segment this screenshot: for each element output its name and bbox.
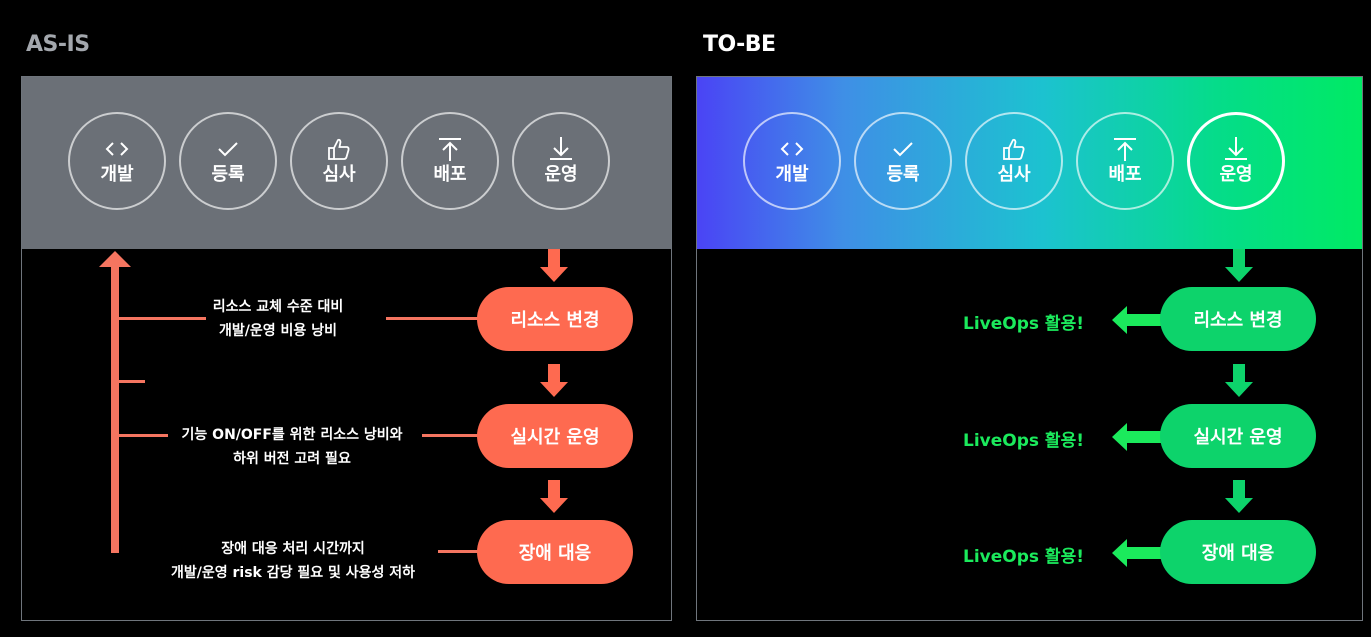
liveops-callout: LiveOps 활용!: [963, 547, 1084, 567]
tobe-panel: 개발 등록 심사 배포: [696, 76, 1363, 621]
tobe-flow-realtime-ops: 실시간 운영: [1160, 404, 1316, 468]
tobe-process-band: 개발 등록 심사 배포: [697, 77, 1362, 249]
asis-process-band: 개발 등록 심사 배포: [22, 77, 671, 249]
upload-icon: [439, 138, 461, 161]
code-icon: [105, 142, 129, 156]
liveops-callout: LiveOps 활용!: [963, 314, 1084, 334]
arrow-left-icon: [1112, 539, 1161, 567]
asis-step-deploy: 배포: [401, 112, 499, 210]
tobe-flow-incident-response: 장애 대응: [1160, 520, 1316, 584]
asis-note-line: 개발/운영 비용 낭비: [219, 323, 337, 339]
asis-title: AS-IS: [26, 32, 90, 57]
arrow-down-icon: [1225, 249, 1253, 282]
asis-connector-line: [115, 380, 145, 383]
asis-connector-line: [386, 317, 478, 320]
upload-icon: [1114, 138, 1136, 161]
tobe-step-label: 배포: [1108, 164, 1142, 185]
download-icon: [1225, 137, 1247, 160]
asis-note-line: 기능 ON/OFF를 위한 리소스 낭비와: [181, 427, 403, 443]
asis-step-label: 배포: [433, 164, 467, 185]
tobe-step-review: 심사: [965, 112, 1063, 210]
check-icon: [218, 142, 238, 157]
asis-step-develop: 개발: [68, 112, 166, 210]
arrow-down-icon: [1225, 480, 1253, 513]
arrow-down-icon: [1225, 364, 1253, 397]
arrow-down-icon: [540, 480, 568, 513]
thumbs-up-icon: [328, 138, 350, 160]
asis-step-label: 등록: [211, 164, 245, 185]
asis-note-line: 개발/운영 risk 감당 필요 및 사용성 저하: [170, 565, 416, 581]
asis-step-review: 심사: [290, 112, 388, 210]
check-icon: [893, 142, 913, 157]
asis-note-line: 리소스 교체 수준 대비: [212, 299, 344, 315]
tobe-step-label: 심사: [997, 164, 1031, 185]
asis-note-line: 하위 버전 고려 필요: [233, 451, 351, 467]
asis-note-line: 장애 대응 처리 시간까지: [221, 541, 365, 557]
tobe-step-label: 등록: [886, 164, 920, 185]
asis-note-2: 기능 ON/OFF를 위한 리소스 낭비와 하위 버전 고려 필요: [152, 423, 432, 471]
arrow-left-icon: [1112, 423, 1161, 451]
tobe-step-label: 개발: [775, 164, 809, 185]
asis-flow-resource-change: 리소스 변경: [477, 287, 633, 351]
asis-step-operate: 운영: [512, 112, 610, 210]
asis-step-label: 운영: [544, 164, 578, 185]
tobe-step-register: 등록: [854, 112, 952, 210]
thumbs-up-icon: [1003, 138, 1025, 160]
arrow-down-icon: [540, 364, 568, 397]
asis-panel: 개발 등록 심사 배포: [21, 76, 672, 621]
code-icon: [780, 142, 804, 156]
asis-step-register: 등록: [179, 112, 277, 210]
feedback-arrow-up-icon: [99, 251, 131, 553]
tobe-step-develop: 개발: [743, 112, 841, 210]
tobe-step-deploy: 배포: [1076, 112, 1174, 210]
asis-note-1: 리소스 교체 수준 대비 개발/운영 비용 낭비: [188, 295, 368, 343]
asis-flow-realtime-ops: 실시간 운영: [477, 404, 633, 468]
download-icon: [550, 137, 572, 160]
asis-connector-line: [118, 317, 206, 320]
asis-connector-line: [422, 434, 478, 437]
asis-connector-line: [118, 434, 168, 437]
arrow-left-icon: [1112, 306, 1161, 334]
tobe-step-operate: 운영: [1187, 112, 1285, 210]
tobe-flow-resource-change: 리소스 변경: [1160, 287, 1316, 351]
asis-connector-line: [438, 550, 478, 553]
arrow-down-icon: [540, 249, 568, 282]
asis-note-3: 장애 대응 처리 시간까지 개발/운영 risk 감당 필요 및 사용성 저하: [138, 537, 448, 585]
tobe-step-label: 운영: [1219, 164, 1253, 185]
asis-step-label: 개발: [100, 164, 134, 185]
asis-flow-incident-response: 장애 대응: [477, 520, 633, 584]
tobe-title: TO-BE: [703, 32, 776, 57]
asis-step-label: 심사: [322, 164, 356, 185]
liveops-callout: LiveOps 활용!: [963, 431, 1084, 451]
